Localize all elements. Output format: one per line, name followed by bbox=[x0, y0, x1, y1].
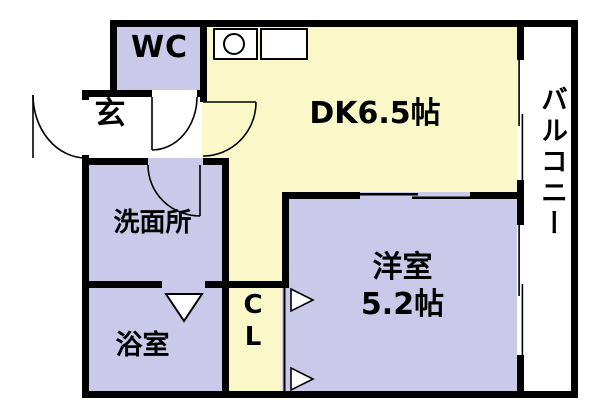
bathroom-door-triangle-icon bbox=[164, 293, 204, 323]
wall-washroom-right bbox=[222, 158, 229, 398]
window-dk-pane-2 bbox=[521, 114, 524, 180]
closet-door-arrow-bottom-icon bbox=[290, 366, 315, 392]
wall-bathroom-top-right bbox=[205, 281, 229, 288]
wall-dk-western-left bbox=[282, 192, 360, 199]
closet-door-line bbox=[283, 288, 286, 391]
wall-left-lower bbox=[82, 155, 89, 398]
wall-right-outer bbox=[571, 20, 578, 398]
window-western-pane-1 bbox=[518, 225, 520, 296]
wall-closet-top bbox=[222, 281, 289, 288]
room-closet-area bbox=[222, 281, 289, 398]
room-wc-area bbox=[110, 20, 207, 97]
wall-dk-western-right bbox=[470, 192, 524, 199]
wall-left-upper bbox=[82, 90, 89, 100]
wall-top bbox=[110, 20, 578, 27]
window-western-pane-2 bbox=[521, 284, 524, 355]
room-washroom-area bbox=[82, 158, 229, 288]
room-balcony-area bbox=[517, 20, 578, 398]
door-arcs bbox=[32, 94, 257, 217]
window-dk-opening bbox=[517, 60, 524, 180]
closet-door-arrow-top-icon bbox=[290, 287, 315, 313]
room-western-room-area bbox=[282, 192, 524, 398]
wall-window-lower bbox=[517, 355, 524, 398]
window-western-opening bbox=[517, 225, 524, 355]
kitchen-sink-icon bbox=[213, 28, 308, 60]
wall-wc-left bbox=[110, 20, 117, 97]
wall-window-middle bbox=[517, 180, 524, 225]
balcony-windows bbox=[517, 60, 524, 355]
wc-door-swing-arc bbox=[151, 96, 198, 151]
entrance-door-swing-arc bbox=[32, 94, 87, 159]
wall-bottom bbox=[82, 391, 578, 398]
kitchen-counter bbox=[260, 28, 308, 60]
wall-wc-right bbox=[200, 20, 207, 102]
room-bathroom-area bbox=[82, 281, 229, 398]
walls bbox=[82, 20, 578, 398]
room-entrance-hall-area bbox=[82, 90, 202, 165]
wall-wc-bottom-right bbox=[197, 90, 207, 97]
wall-window-upper bbox=[517, 20, 524, 60]
sliding-door-dk-western bbox=[360, 193, 470, 199]
wall-notch bbox=[82, 90, 117, 97]
kitchen-burner-circle bbox=[223, 33, 245, 55]
wall-western-room-left bbox=[282, 192, 289, 288]
window-dk-pane-1 bbox=[518, 60, 520, 126]
wall-wc-bottom-left bbox=[110, 90, 152, 97]
washroom-door-swing-arc bbox=[147, 164, 201, 217]
wall-washroom-top-left bbox=[82, 158, 148, 165]
wall-washroom-top-right bbox=[203, 158, 229, 165]
room-dk-corridor-area bbox=[222, 192, 289, 288]
wall-bathroom-top-left bbox=[82, 281, 162, 288]
sliding-door-panel-2 bbox=[412, 196, 470, 199]
sliding-door-panel-1 bbox=[360, 193, 418, 196]
dk-door-swing-arc bbox=[202, 101, 257, 157]
